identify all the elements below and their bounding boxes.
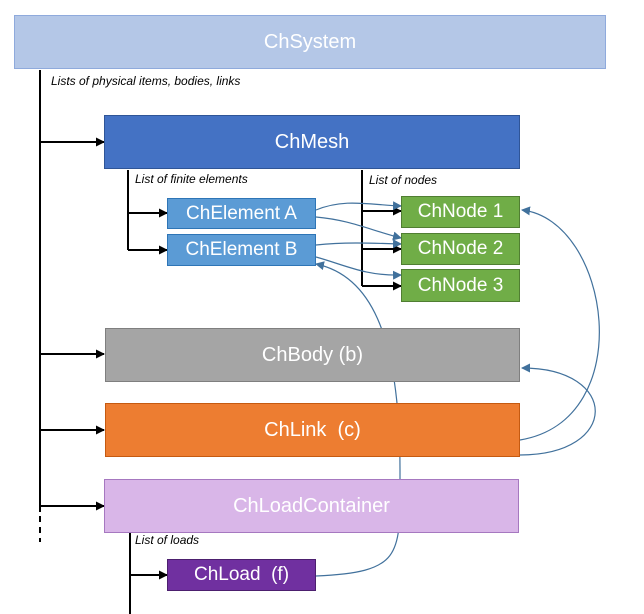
system-box: ChSystem <box>14 15 606 69</box>
link-box: ChLink (c) <box>105 403 520 457</box>
system-lists-caption: Lists of physical items, bodies, links <box>51 74 241 88</box>
reference-curve-element-b-node-2 <box>315 239 402 249</box>
element-a-label: ChElement A <box>186 202 297 224</box>
load-container-label: ChLoadContainer <box>233 494 390 517</box>
mesh-box: ChMesh <box>104 115 520 169</box>
node-2-label: ChNode 2 <box>417 238 504 259</box>
reference-curve-link-node-1 <box>519 206 600 441</box>
reference-curve-link-body <box>519 363 596 456</box>
nodes-caption: List of nodes <box>369 173 438 187</box>
element-b-label: ChElement B <box>185 239 298 260</box>
reference-curve-element-a-node-2 <box>315 216 402 241</box>
loads-caption: List of loads <box>135 533 200 547</box>
element-a-box: ChElement A <box>167 198 316 229</box>
node-1-label: ChNode 1 <box>417 201 504 222</box>
mesh-label: ChMesh <box>274 130 350 153</box>
element-b-box: ChElement B <box>167 234 316 266</box>
body-label: ChBody (b) <box>261 343 364 366</box>
finite-elements-caption: List of finite elements <box>135 172 248 186</box>
node-3-box: ChNode 3 <box>401 269 520 302</box>
body-box: ChBody (b) <box>105 328 520 382</box>
node-3-label: ChNode 3 <box>417 274 504 296</box>
system-label: ChSystem <box>263 30 357 53</box>
link-label: ChLink (c) <box>264 418 361 441</box>
node-1-box: ChNode 1 <box>401 196 520 228</box>
reference-curve-element-b-node-3 <box>315 256 402 280</box>
load-container-box: ChLoadContainer <box>104 479 519 533</box>
reference-curve-element-a-node-1 <box>315 201 402 211</box>
node-2-box: ChNode 2 <box>401 233 520 265</box>
load-box: ChLoad (f) <box>167 559 316 591</box>
reference-curve-load-element-b <box>315 261 401 577</box>
load-label: ChLoad (f) <box>193 564 290 585</box>
